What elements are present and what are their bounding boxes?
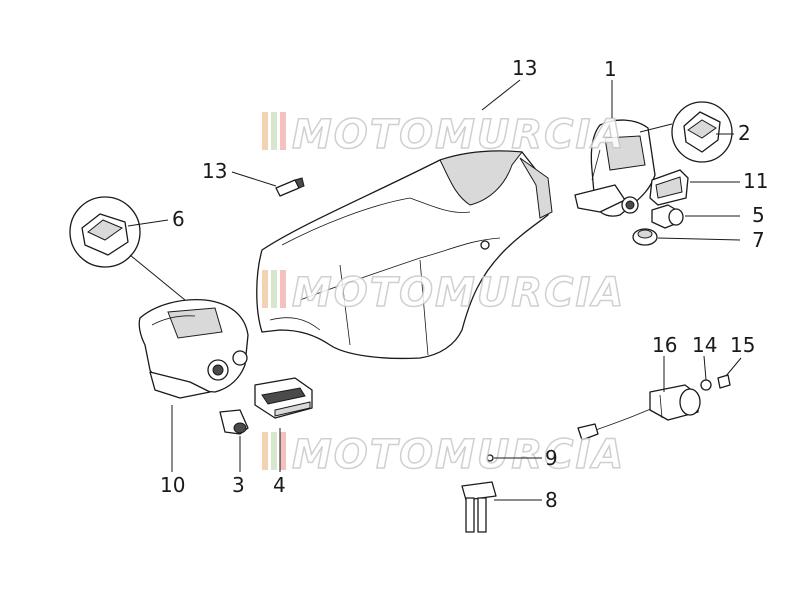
small-screw-part-13 [275,177,305,197]
watermark-top: MOTOMURCIA [262,111,625,159]
left-button-detail [69,196,186,301]
callout-2: 2 [738,121,751,145]
washer-part-14 [700,379,712,391]
watermark-middle: MOTOMURCIA [262,269,625,317]
callout-6: 6 [172,207,185,231]
watermark-text: MOTOMURCIA [292,112,625,158]
bulb-holder-part-3 [219,409,249,435]
callout-numbers: 1 2 3 4 5 6 7 8 9 10 11 13 13 14 15 16 [160,56,768,512]
rocker-part-11 [649,169,689,206]
callout-11: 11 [743,169,768,193]
callout-4: 4 [273,473,286,497]
callout-14: 14 [692,333,717,357]
watermark-bottom: MOTOMURCIA [262,431,625,479]
leader-lines [127,79,742,501]
callout-10: 10 [160,473,185,497]
callout-13-left: 13 [202,159,227,183]
callout-8: 8 [545,488,558,512]
switch-part-4 [254,377,313,419]
callout-7: 7 [752,228,765,252]
callout-16: 16 [652,333,677,357]
right-button-detail [639,101,733,163]
watermark-text: MOTOMURCIA [292,270,625,316]
cap-part-7 [632,228,658,246]
watermark-text: MOTOMURCIA [292,432,625,478]
callout-1: 1 [604,57,617,81]
callout-15: 15 [730,333,755,357]
right-switch-housing [574,119,656,217]
left-switch-housing [138,299,249,399]
knob-part-5 [651,204,684,229]
callout-9: 9 [545,446,558,470]
connector-part-8 [461,454,497,533]
screw-part-15 [717,374,731,389]
handlebar-cover [256,150,553,360]
callout-3: 3 [232,473,245,497]
callout-13-top: 13 [512,56,537,80]
callout-5: 5 [752,203,765,227]
sensor-part-16 [577,384,701,441]
